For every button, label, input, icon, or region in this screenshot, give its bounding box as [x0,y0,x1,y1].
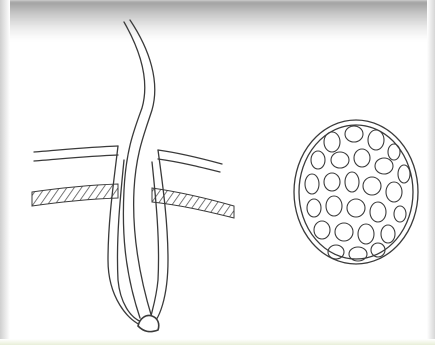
hair-shaft-outer-left [123,22,144,318]
skin-surface-line-upper [34,146,118,152]
cell-cross-section-icon [294,120,418,264]
follicle-papilla [138,315,159,331]
hatched-layer-left [32,184,118,206]
skin-surface-line-upper-right [158,150,222,164]
hair-follicle-icon [32,20,234,332]
follicle-inner-right [150,162,159,322]
skin-surface-line-lower [34,155,118,161]
follicle-sheath-left [108,146,148,328]
follicle-inner-left [117,160,142,322]
